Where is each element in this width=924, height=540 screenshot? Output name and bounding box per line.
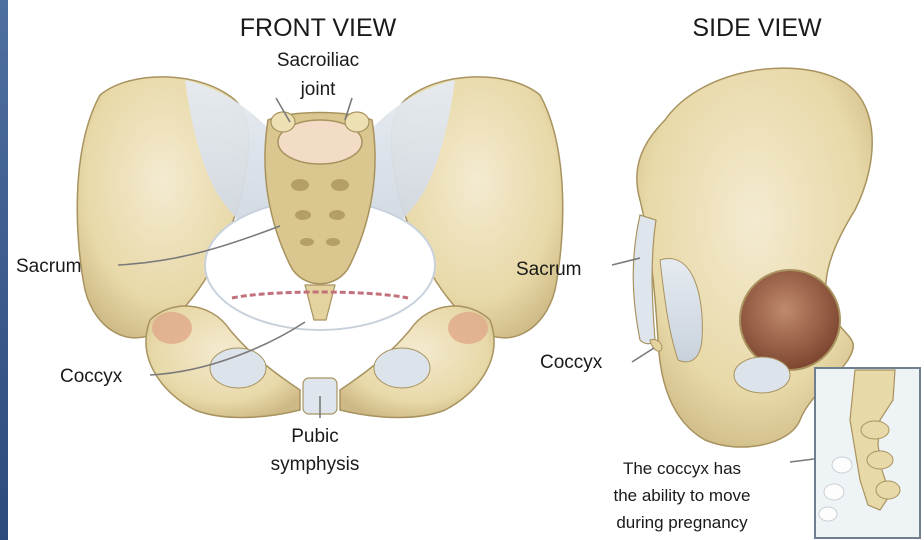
coccyx-note-line3: during pregnancy	[616, 513, 748, 532]
side-sacrum	[633, 215, 656, 344]
side-view-title: SIDE VIEW	[692, 14, 822, 42]
front-view-title: FRONT VIEW	[240, 14, 397, 42]
coccyx-movement-inset	[815, 368, 920, 538]
front-sacrum-label: Sacrum	[16, 256, 81, 277]
side-coccyx-label: Coccyx	[540, 352, 603, 373]
side-acetabulum	[740, 270, 840, 370]
coccyx-note-line1: The coccyx has	[623, 459, 741, 478]
sacroiliac-label-line2: joint	[300, 79, 337, 100]
coccyx-note-line2: the ability to move	[613, 486, 750, 505]
pubic-label-line1: Pubic	[291, 426, 339, 447]
sacroiliac-label-line1: Sacroiliac	[277, 50, 359, 71]
side-sacrum-label: Sacrum	[516, 259, 581, 280]
side-view: SIDE VIEW Sacrum Coccyx The coccyx has t…	[516, 14, 920, 538]
side-obturator	[734, 357, 790, 393]
front-view: FRONT VIEW Sacroiliac joint Sacrum Coccy…	[16, 14, 563, 475]
front-coccyx-label: Coccyx	[60, 366, 123, 387]
pubic-label-line2: symphysis	[271, 454, 360, 475]
